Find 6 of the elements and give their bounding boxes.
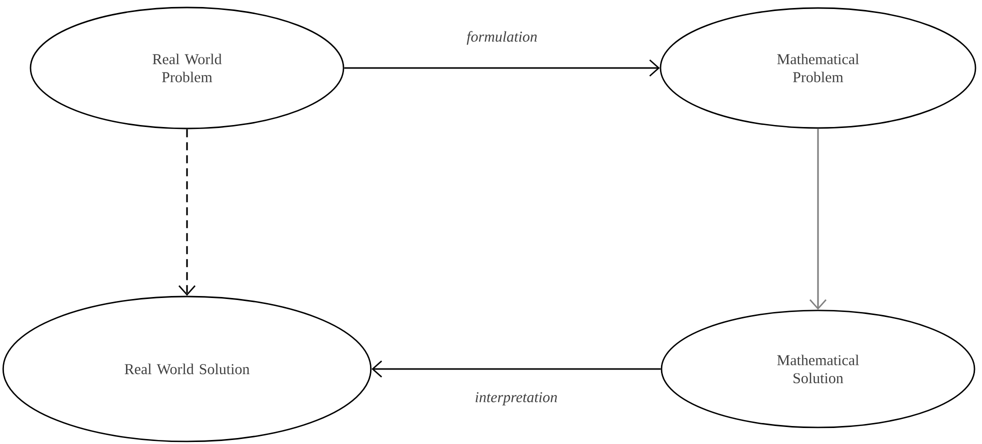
arrow (344, 59, 660, 77)
arrow (178, 129, 196, 296)
arrow (809, 128, 827, 310)
arrow (372, 360, 661, 378)
edge-label: interpretation (474, 391, 559, 406)
edge-label: formulation (466, 30, 538, 46)
